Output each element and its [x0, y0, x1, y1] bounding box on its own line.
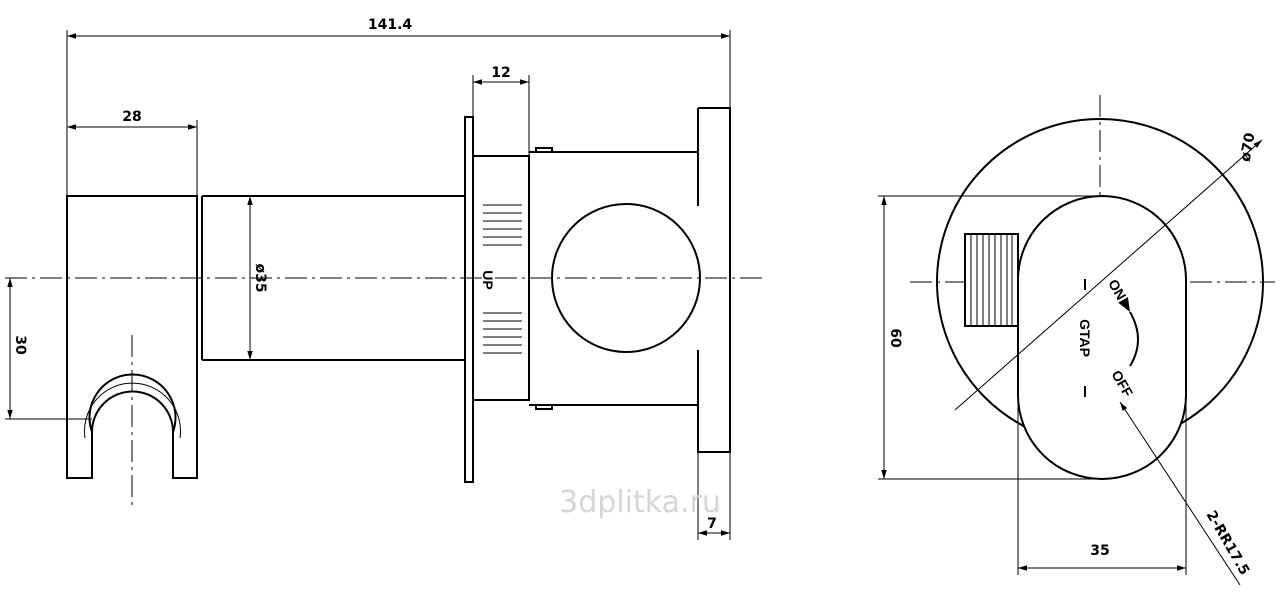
brand-label: GTAP [1077, 319, 1093, 357]
hook-holder-outline [66, 195, 198, 479]
watermark: 3dplitka.ru [559, 485, 721, 520]
threaded-sleeve [472, 155, 530, 401]
sleeve-grooves [483, 204, 522, 354]
side-dimensions: 141.4 28 12 ø35 30 7 [5, 17, 731, 540]
dim-plate-diameter-line [954, 139, 1263, 411]
lever-handle [1017, 195, 1187, 480]
hose-connector [964, 233, 1019, 327]
outlet-port [551, 203, 701, 353]
dim-flange-width: 12 [491, 65, 510, 81]
dim-radius-leader [1119, 401, 1241, 586]
wall-plate [697, 107, 731, 453]
wall-flange [464, 116, 474, 483]
front-view: ON GTAP OFF [910, 95, 1275, 480]
side-view: UP [5, 107, 765, 505]
dim-holder-height: 30 [12, 335, 28, 355]
rotation-arrow [1118, 297, 1139, 367]
hook-inner-opening [91, 390, 174, 433]
dim-overall-length: 141.4 [368, 17, 413, 33]
dim-body-diameter: ø35 [252, 263, 268, 292]
up-label: UP [480, 270, 496, 289]
valve-bottom-notch [535, 404, 553, 410]
hook-inner-edge [84, 382, 181, 439]
dim-holder-length: 28 [122, 109, 141, 125]
dim-lever-radius: 2-RR17.5 [1203, 508, 1253, 578]
dim-plate-thickness: 7 [707, 516, 717, 532]
valve-top-notch [535, 147, 553, 153]
dim-lever-height: 60 [887, 328, 903, 348]
dim-plate-diameter: ø70 [1238, 131, 1259, 163]
dim-lever-width: 35 [1090, 543, 1109, 559]
